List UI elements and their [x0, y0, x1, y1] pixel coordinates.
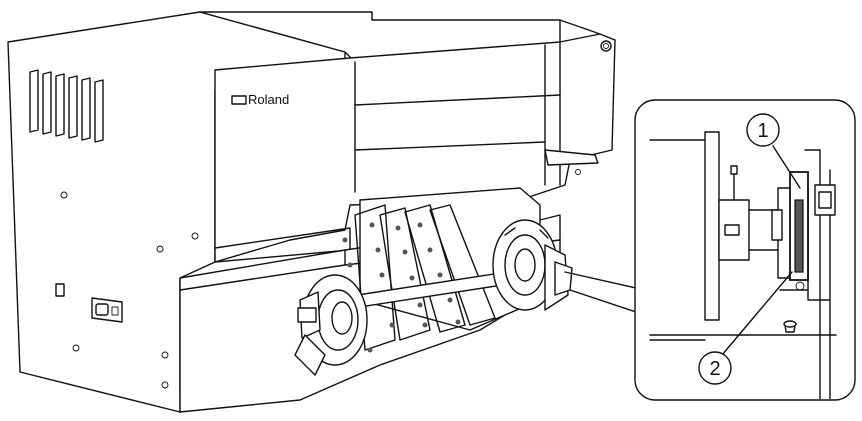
left-flange	[294, 274, 368, 376]
printer-body: Roland	[7, 11, 616, 413]
brand-logo: Roland	[231, 92, 289, 107]
side-screws	[60, 191, 199, 389]
callout-1: 1	[746, 113, 801, 189]
detail-inset	[634, 99, 856, 401]
media-shaft-assembly	[294, 219, 573, 376]
callout-2-number: 2	[709, 358, 720, 380]
side-lever	[544, 149, 599, 166]
callout-1-number: 1	[757, 120, 768, 142]
stopper-slot	[794, 199, 804, 273]
right-flange	[492, 219, 569, 311]
brand-logo-text: Roland	[248, 92, 289, 107]
top-knob	[600, 40, 612, 52]
power-switch	[55, 283, 65, 297]
side-vents	[29, 69, 104, 143]
callout-2: 2	[698, 271, 793, 385]
power-inlet	[91, 297, 123, 323]
detail-leader-lines	[564, 271, 646, 316]
